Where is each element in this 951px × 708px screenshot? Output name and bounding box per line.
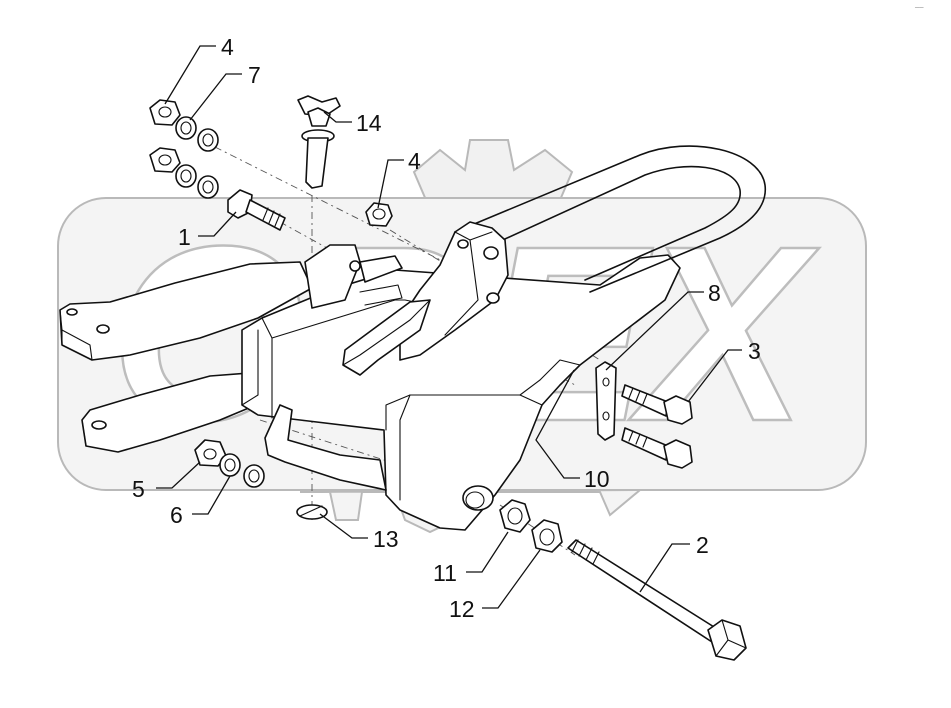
part-8-clamp-plate [595,361,617,441]
callout-12: 12 [449,596,475,622]
leader-lines [156,45,742,609]
callout-7: 7 [248,62,261,88]
callout-labels: 4 7 14 4 1 8 3 10 5 6 13 11 12 2 [132,34,761,622]
callout-14: 14 [356,110,382,136]
part-7-washers [175,116,219,199]
callout-1: 1 [178,224,191,250]
upper-bracket-assembly [304,145,766,376]
callout-3: 3 [748,338,761,364]
callout-10: 10 [584,466,610,492]
part-6-washers [219,453,265,488]
callout-13: 13 [373,526,399,552]
callout-4-mid: 4 [408,148,421,174]
callout-8: 8 [708,280,721,306]
part-11-bushing [499,499,531,533]
callout-5: 5 [132,476,145,502]
callout-6: 6 [170,502,183,528]
callout-4-top: 4 [221,34,234,60]
part-12-bushing [531,519,563,553]
part-4-nuts-top [149,99,181,173]
corner-mark: ── [914,5,924,11]
part-4-nut-mid [365,202,393,227]
watermark-letter-x: X [628,194,820,473]
watermark-gear-bottom [299,488,643,534]
part-13-clip [296,504,328,520]
callout-2: 2 [696,532,709,558]
callout-11: 11 [433,560,457,586]
part-3-bolts [621,384,693,469]
part-2-long-bolt [567,539,747,661]
part-1-bolt [227,189,286,231]
part-14-pin [297,95,341,189]
part-10-drawbar-frame [59,254,681,531]
